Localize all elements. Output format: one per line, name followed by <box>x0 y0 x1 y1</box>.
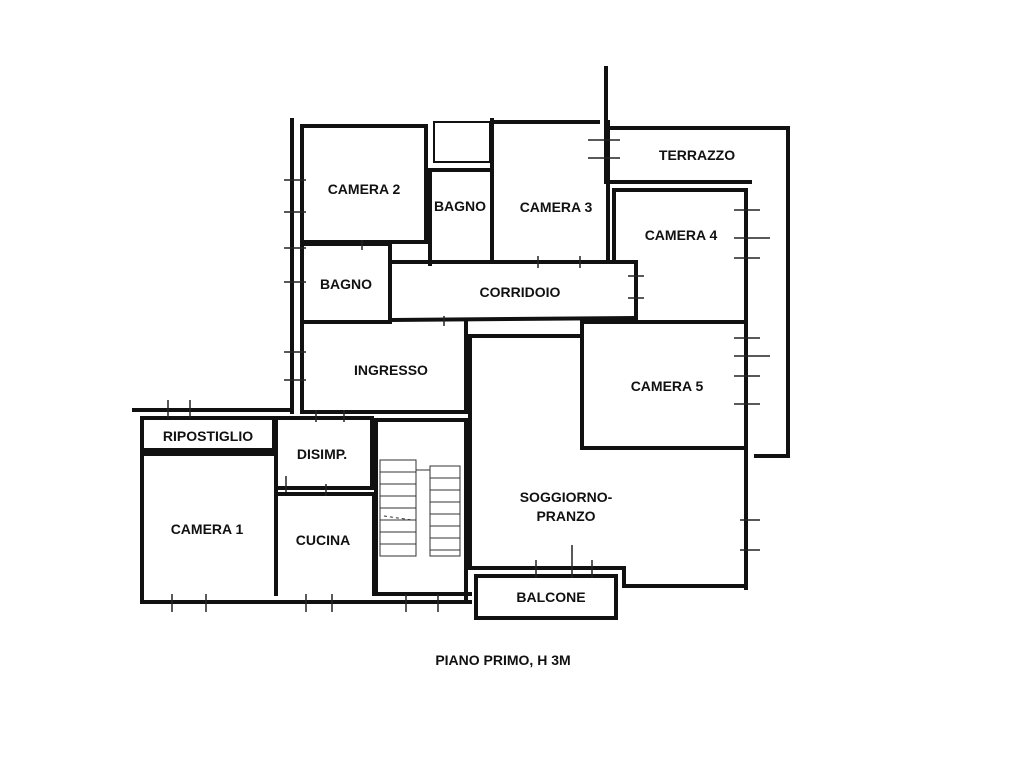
room-cucina: CUCINA <box>296 532 350 548</box>
room-camera-2: CAMERA 2 <box>328 181 401 197</box>
plan-caption: PIANO PRIMO, H 3M <box>435 652 570 668</box>
room-labels: CAMERA 2 BAGNO CAMERA 3 TERRAZZO CAMERA … <box>163 147 735 605</box>
room-camera-4: CAMERA 4 <box>645 227 718 243</box>
room-ripostiglio: RIPOSTIGLIO <box>163 428 253 444</box>
room-soggiorno-line2: PRANZO <box>536 508 595 524</box>
staircase <box>379 459 461 557</box>
window-marks <box>167 139 770 612</box>
room-camera-1: CAMERA 1 <box>171 521 244 537</box>
room-camera-3: CAMERA 3 <box>520 199 593 215</box>
room-terrazzo: TERRAZZO <box>659 147 735 163</box>
room-ingresso: INGRESSO <box>354 362 428 378</box>
room-bagno-left: BAGNO <box>320 276 372 292</box>
room-camera-5: CAMERA 5 <box>631 378 704 394</box>
room-bagno-top: BAGNO <box>434 198 486 214</box>
room-corridoio: CORRIDOIO <box>480 284 561 300</box>
room-disimp: DISIMP. <box>297 446 347 462</box>
walls <box>132 66 790 620</box>
room-balcone: BALCONE <box>516 589 585 605</box>
room-soggiorno-line1: SOGGIORNO- <box>520 489 613 505</box>
